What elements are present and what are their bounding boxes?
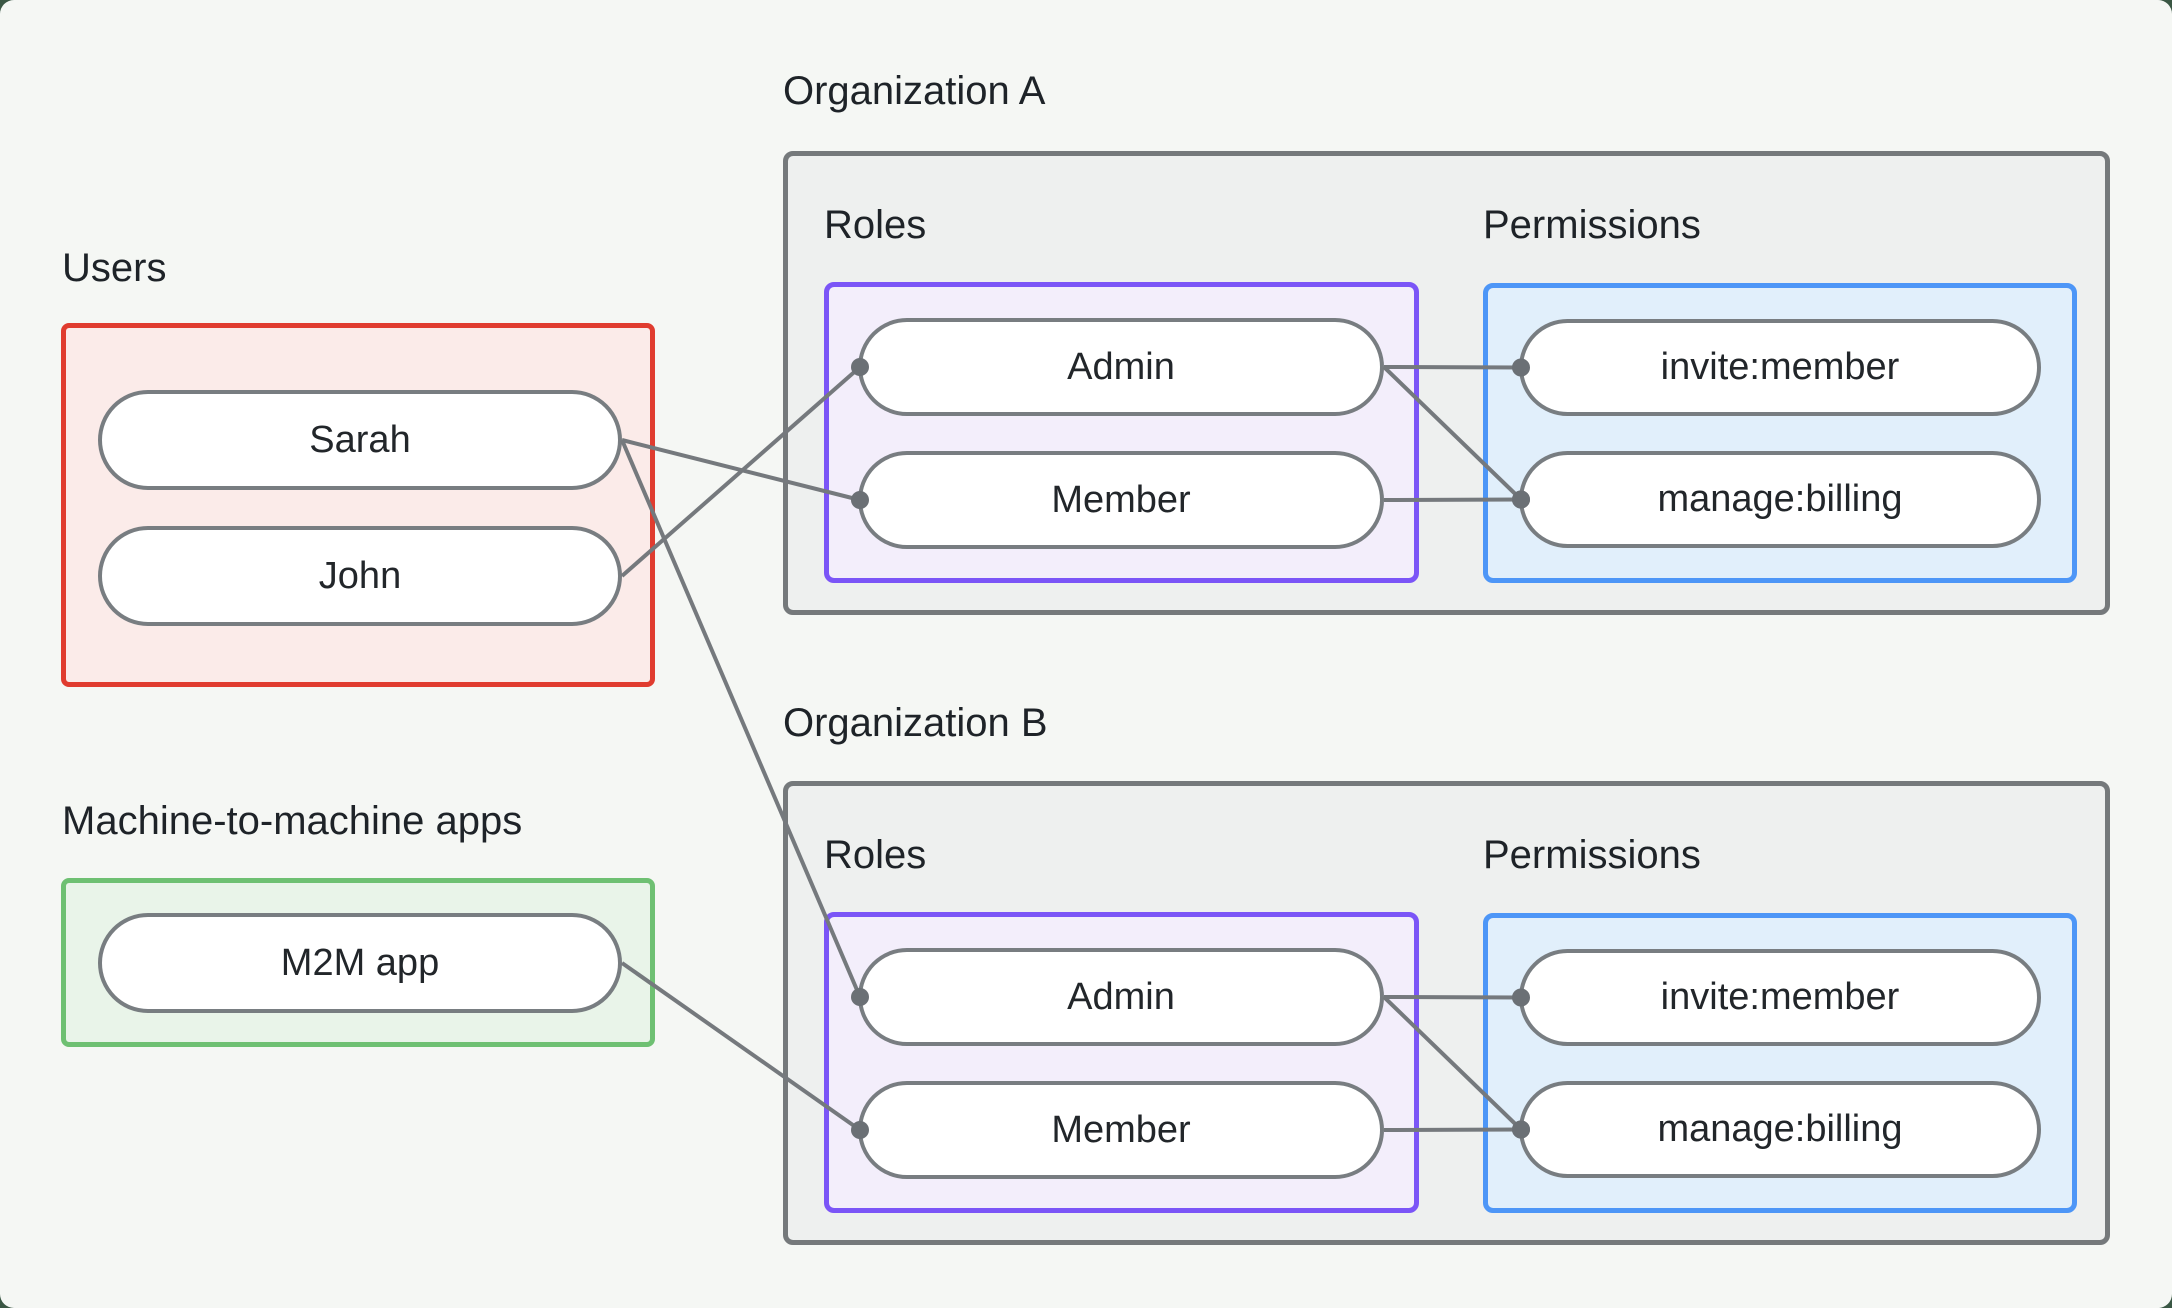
org-b-title: Organization B	[783, 701, 1048, 745]
role-node-label: Member	[1051, 1108, 1191, 1151]
org-b-role-admin: Admin	[858, 948, 1384, 1046]
permission-node-label: manage:billing	[1657, 1108, 1903, 1150]
org-b-permissions-box: invite:member manage:billing	[1483, 913, 2077, 1213]
org-a-roles-label: Roles	[824, 203, 927, 247]
user-node-label: John	[318, 554, 402, 597]
m2m-node-label: M2M app	[280, 941, 440, 984]
permission-node-label: manage:billing	[1657, 478, 1903, 520]
org-a-roles-box: Admin Member	[824, 282, 1419, 583]
org-a-permission-invite-member: invite:member	[1519, 319, 2041, 416]
org-b-roles-box: Admin Member	[824, 912, 1419, 1213]
user-node-label: Sarah	[309, 418, 411, 461]
permission-node-label: invite:member	[1660, 976, 1900, 1018]
role-node-label: Member	[1051, 478, 1191, 521]
org-a-role-member: Member	[858, 451, 1384, 549]
users-group: Sarah John	[61, 323, 655, 687]
m2m-group: M2M app	[61, 878, 655, 1047]
users-label: Users	[62, 246, 167, 290]
role-node-label: Admin	[1067, 975, 1175, 1018]
org-b-roles-label: Roles	[824, 833, 927, 877]
org-b-permissions-label: Permissions	[1483, 833, 1701, 877]
org-b-permission-manage-billing: manage:billing	[1519, 1081, 2041, 1178]
org-b-role-member: Member	[858, 1081, 1384, 1179]
user-node-sarah: Sarah	[98, 390, 622, 490]
org-a-title: Organization A	[783, 69, 1046, 113]
org-b-permission-invite-member: invite:member	[1519, 949, 2041, 1046]
m2m-label: Machine-to-machine apps	[62, 799, 523, 843]
role-node-label: Admin	[1067, 345, 1175, 388]
user-node-john: John	[98, 526, 622, 626]
org-a-permission-manage-billing: manage:billing	[1519, 451, 2041, 548]
org-a-permissions-label: Permissions	[1483, 203, 1701, 247]
m2m-node-app: M2M app	[98, 913, 622, 1013]
org-b-panel: Roles Admin Member Permissions invite:me…	[783, 781, 2110, 1245]
org-a-role-admin: Admin	[858, 318, 1384, 416]
permission-node-label: invite:member	[1660, 346, 1900, 388]
org-a-panel: Roles Admin Member Permissions invite:me…	[783, 151, 2110, 615]
org-a-permissions-box: invite:member manage:billing	[1483, 283, 2077, 583]
